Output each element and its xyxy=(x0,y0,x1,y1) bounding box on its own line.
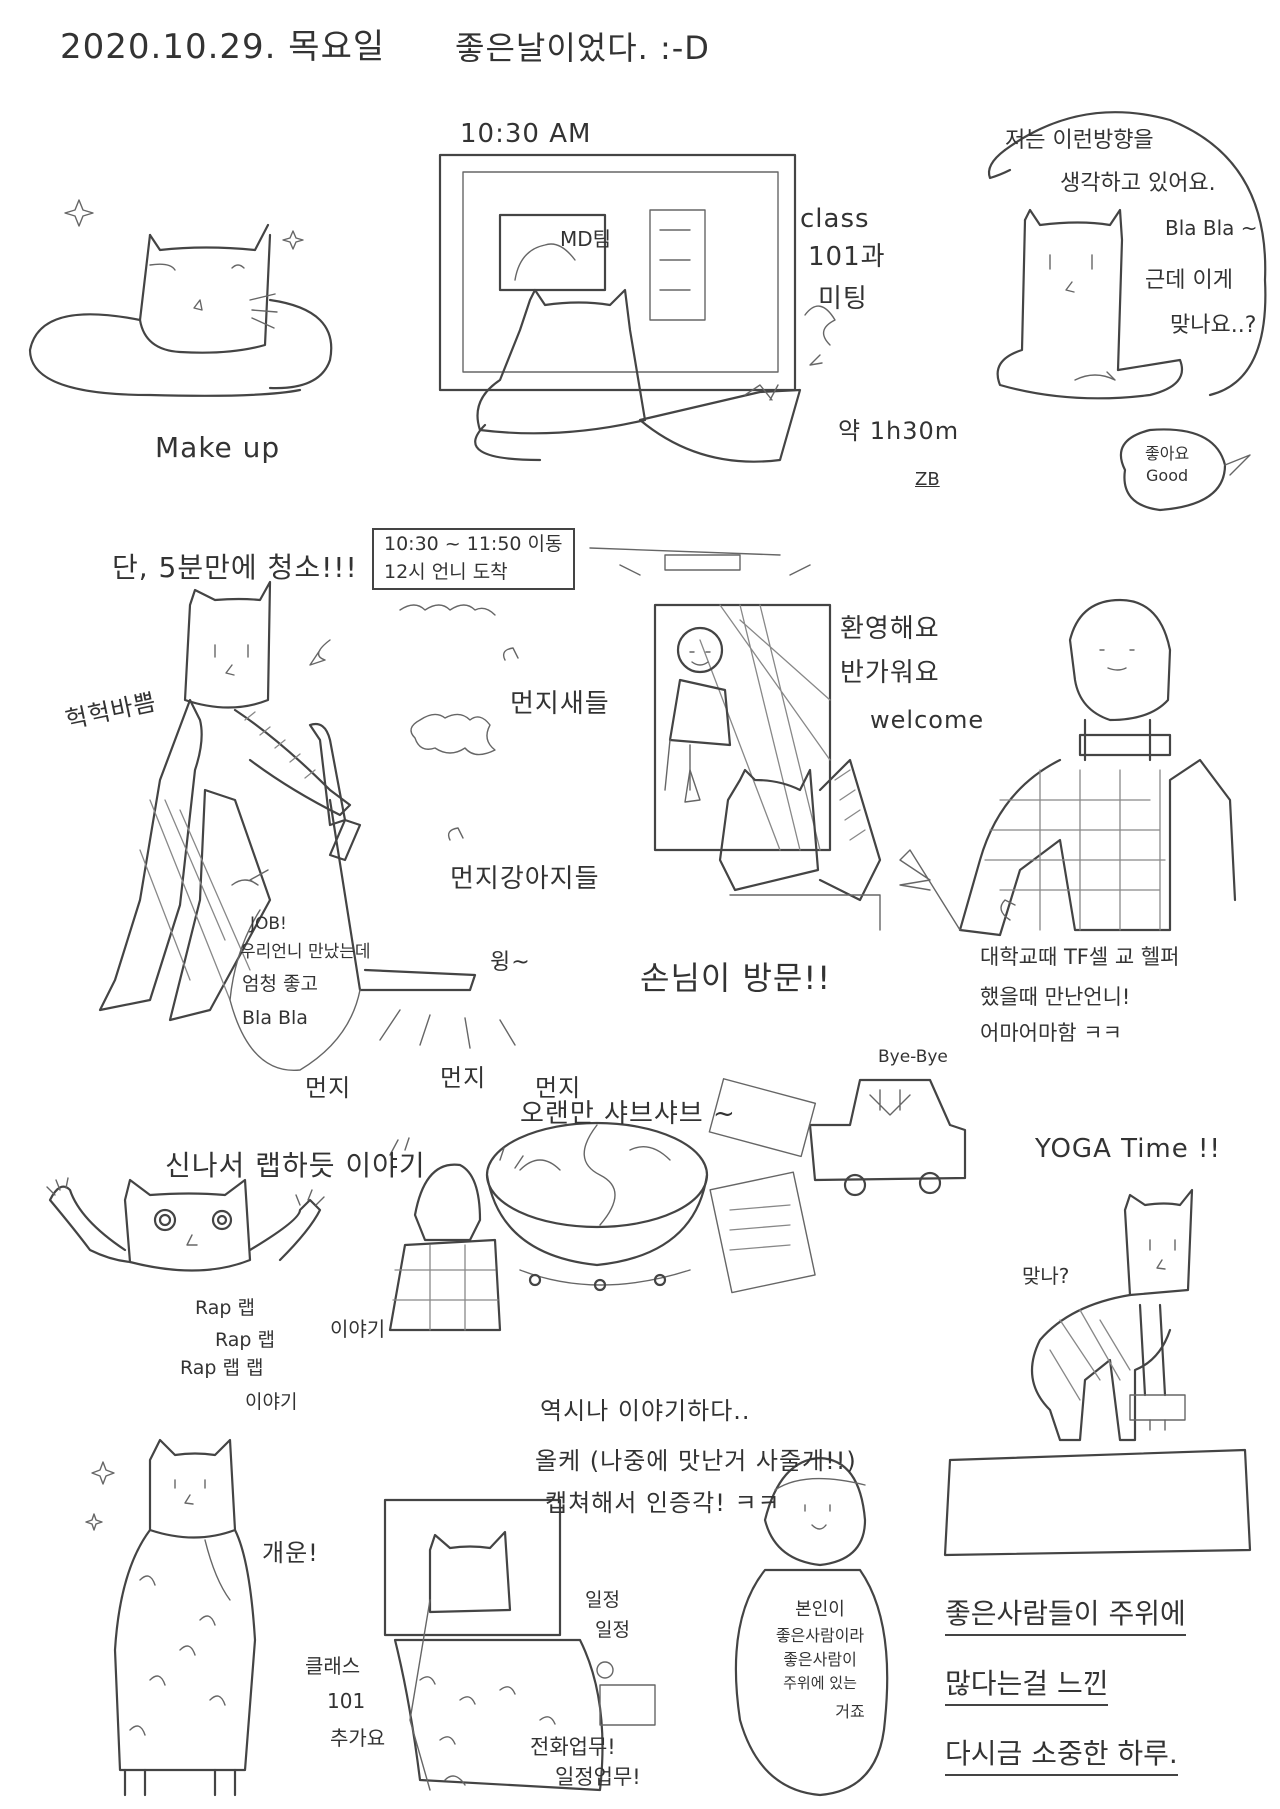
closing-line-3: 다시금 소중한 하루. xyxy=(945,1737,1178,1777)
self-line-2: 좋은사람이라 xyxy=(775,1625,865,1645)
self-line-1: 본인이 xyxy=(795,1599,845,1620)
rap-line-4: 이야기 xyxy=(245,1391,298,1413)
car-label: Bye-Bye xyxy=(878,1047,948,1067)
class101-right-top-2: 일정 xyxy=(595,1618,630,1641)
lunch-line-1: 역시나 이야기하다.. xyxy=(540,1397,751,1425)
cleaning-speech-3: 엄청 좋고 xyxy=(242,973,318,996)
closing-line-1: 좋은사람들이 주위에 xyxy=(945,1597,1186,1637)
makeup-cat-drawing xyxy=(28,199,333,397)
dust-birds-label: 먼지새들 xyxy=(510,689,610,719)
meeting-note-line-2: 101과 xyxy=(808,241,886,272)
bath-label: 개운! xyxy=(262,1539,319,1567)
class101-left: 클래스 101 추가요 xyxy=(305,1654,385,1750)
rap-line-2: Rap 랩 xyxy=(215,1329,276,1351)
class101-left-3: 추가요 xyxy=(330,1726,386,1750)
class101-desk-drawing xyxy=(383,1498,656,1792)
self-line-5: 거죠 xyxy=(835,1701,865,1721)
chat-line-3: Bla Bla ~ xyxy=(1165,215,1258,240)
chat-line-5: 맞나요..? xyxy=(1170,312,1257,338)
dust-puppies-label: 먼지강아지들 xyxy=(450,864,600,894)
chat-reply-1: 좋아요 xyxy=(1145,444,1190,463)
dust-word-2: 먼지 xyxy=(440,1064,487,1092)
cleaning-cat-drawing xyxy=(98,580,519,1071)
visit-note-2: 했을때 만난언니! xyxy=(980,985,1131,1010)
lunch-line-2: 올케 (나중에 맛난거 사줄게!!) xyxy=(535,1447,857,1475)
diary-date: 2020.10.29. 목요일 xyxy=(60,27,386,67)
visit-note-3: 어마어마함 ㅋㅋ xyxy=(980,1021,1122,1046)
makeup-label: Make up xyxy=(155,431,281,464)
visit-caption: 손님이 방문!! xyxy=(640,959,832,997)
closing-line-2: 많다는걸 느낀 xyxy=(945,1667,1109,1707)
visit-greet-2: 반가워요 xyxy=(840,657,940,688)
self-line-3: 좋은사람이 xyxy=(783,1650,857,1670)
chat-cat-drawing xyxy=(987,111,1267,512)
lunch-title: 오랜만 샤브샤브 ~ xyxy=(520,1099,736,1129)
cleaning-speech-4: Bla Bla xyxy=(242,1006,308,1029)
cleaning-time-line-1: 10:30 ~ 11:50 이동 xyxy=(384,533,563,555)
cleaning-time-box: 10:30 ~ 11:50 이동 12시 언니 도착 xyxy=(372,528,575,590)
meeting-time: 10:30 AM xyxy=(460,119,592,149)
class101-right-bottom-2: 일정업무! xyxy=(555,1765,641,1790)
diary-mood: 좋은날이었다. :-D xyxy=(455,29,710,67)
yoga-title: YOGA Time !! xyxy=(1035,1134,1221,1164)
chat-reply-2: Good xyxy=(1146,466,1189,486)
chat-bubble: 저는 이런방향을 생각하고 있어요. Bla Bla ~ 근데 이게 맞나요..… xyxy=(1005,128,1258,338)
class101-left-2: 101 xyxy=(327,1689,366,1713)
meeting-note: class 101과 미팅 xyxy=(800,204,885,315)
dust-word-3: 먼지 xyxy=(535,1074,582,1102)
yoga-cat-drawing xyxy=(943,1188,1252,1557)
class101-right-top-1: 일정 xyxy=(585,1589,620,1611)
class101-right-bottom: 전화업무! 일정업무! xyxy=(530,1735,641,1789)
shabu-drawing xyxy=(388,1078,817,1332)
class101-right-top: 일정 일정 xyxy=(585,1589,630,1642)
car-drawing xyxy=(808,1078,967,1197)
visit-greet-1: 환영해요 xyxy=(840,614,940,644)
class101-left-1: 클래스 xyxy=(305,1654,361,1678)
rap-line-5: 이야기 xyxy=(330,1317,386,1341)
self-text: 본인이 좋은사람이라 좋은사람이 주위에 있는 거죠 xyxy=(755,1599,885,1721)
chat-line-4: 근데 이게 xyxy=(1145,267,1233,293)
cleaning-speech: JOB! 우리언니 만났는데 엄청 좋고 Bla Bla xyxy=(240,914,371,1030)
visit-greeting: 환영해요 반가워요 welcome xyxy=(840,614,983,734)
rap-cat-drawing xyxy=(46,1177,325,1272)
cleaning-speech-1: JOB! xyxy=(250,914,287,934)
visit-greet-3: welcome xyxy=(870,705,985,734)
vacuum-sound: 윙~ xyxy=(490,950,531,975)
rap-line-1: Rap 랩 xyxy=(195,1297,256,1319)
rap-line-3: Rap 랩 랩 xyxy=(180,1357,264,1379)
visit-drawing xyxy=(619,554,1237,937)
dust-word-1: 먼지 xyxy=(305,1074,352,1102)
rap-title: 신나서 랩하듯 이야기 xyxy=(165,1149,426,1182)
meeting-note-line-1: class xyxy=(800,204,870,234)
meeting-screen-label: MD팀 xyxy=(560,227,612,251)
bath-cat-drawing xyxy=(85,1438,257,1797)
meeting-cat-drawing xyxy=(438,153,836,463)
cleaning-title: 단, 5분만에 청소!!! xyxy=(112,551,358,584)
visit-note-1: 대학교때 TF셀 교 헬퍼 xyxy=(980,945,1180,969)
meeting-duration: 약 1h30m xyxy=(838,417,960,445)
cleaning-speech-2: 우리언니 만났는데 xyxy=(240,941,371,962)
chat-line-2: 생각하고 있어요. xyxy=(1060,171,1216,197)
chat-reply: 좋아요 Good xyxy=(1145,444,1190,486)
cleaning-time-line-2: 12시 언니 도착 xyxy=(384,560,508,583)
self-person-drawing xyxy=(734,1456,889,1797)
self-line-4: 주위에 있는 xyxy=(783,1674,857,1693)
visit-note: 대학교때 TF셀 교 헬퍼 했을때 만난언니! 어마어마함 ㅋㅋ xyxy=(980,945,1180,1045)
yoga-question: 맞나? xyxy=(1022,1264,1070,1288)
meeting-note-line-3: 미팅 xyxy=(818,283,868,314)
class101-right-bottom-1: 전화업무! xyxy=(530,1735,616,1759)
meeting-sub: ZB xyxy=(915,469,940,490)
lunch-line-3: 캡쳐해서 인증각! ㅋㅋ xyxy=(545,1489,781,1517)
chat-line-1: 저는 이런방향을 xyxy=(1005,128,1154,153)
